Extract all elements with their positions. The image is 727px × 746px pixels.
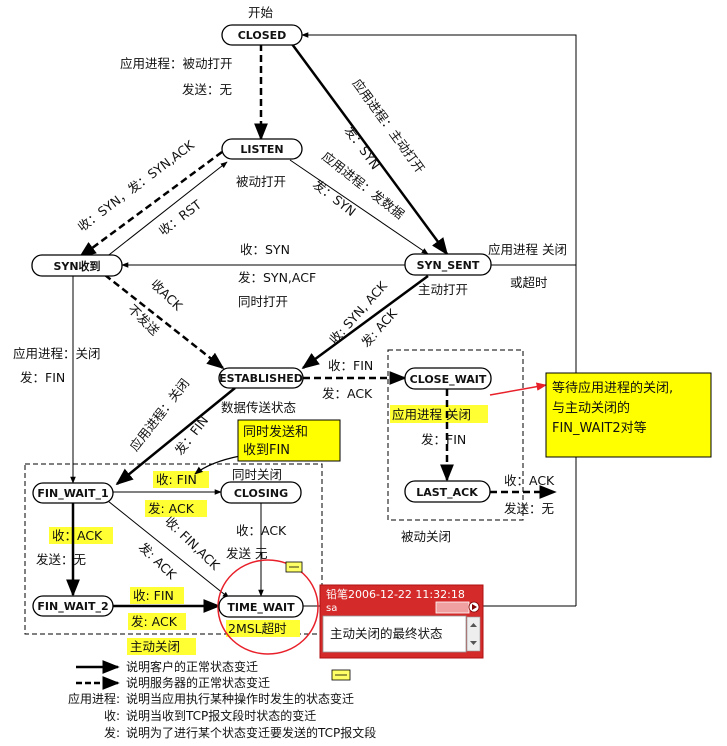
label-send-fin-left: 发：FIN <box>20 370 65 385</box>
legend-text-3: 说明当收到TCP报文段时状态的变迁 <box>126 708 316 723</box>
legend-text-4: 说明为了进行某个状态变迁要发送的TCP报文段 <box>126 725 376 740</box>
state-label-fin-wait-1: FIN_WAIT_1 <box>37 487 108 500</box>
legend-text-1: 说明服务器的正常状态变迁 <box>126 675 270 690</box>
label-rcv-syn-mid: 收：SYN <box>240 242 290 257</box>
state-label-closed: CLOSED <box>238 29 287 42</box>
state-label-listen: LISTEN <box>240 143 283 156</box>
state-label-fin-wait-2: FIN_WAIT_2 <box>37 600 108 613</box>
note-wait-line3: FIN_WAIT2对等 <box>552 420 647 436</box>
scroll-up-icon[interactable] <box>470 623 477 627</box>
state-label-syn-sent: SYN_SENT <box>417 259 480 272</box>
highlights <box>49 405 488 655</box>
label-rcv-rst: 收：RST <box>156 197 205 239</box>
label-fw1-rcv-ack: 收：ACK <box>52 528 103 543</box>
label-send-none-top: 发送：无 <box>182 82 232 97</box>
label-finack-send: 发: ACK <box>136 539 180 582</box>
state-closed: CLOSED <box>221 24 303 46</box>
transitions <box>66 32 577 613</box>
label-passive-open-proc: 应用进程：被动打开 <box>120 56 233 71</box>
label-send-ack-est: 发：ACK <box>322 386 373 401</box>
state-label-established: ESTABLISHED <box>219 372 303 385</box>
label-simul-close: 同时关闭 <box>232 467 282 482</box>
note-simul-line2: 收到FIN <box>243 443 290 458</box>
popup-body-box <box>322 615 467 653</box>
note-box-simul <box>237 419 341 462</box>
state-label-syn-rcvd: SYN收到 <box>53 259 100 273</box>
comment-popup[interactable]: 铅笔2006-12-22 11:32:18 sa 主动关闭的最终状态 <box>319 584 484 659</box>
label-passive-close: 被动关闭 <box>401 529 451 544</box>
label-fw2-rcv-fin: 收: FIN <box>133 588 174 603</box>
label-rcv-ack-lastack: 收：ACK <box>504 473 555 488</box>
label-send-synack-mid: 发：SYN,ACF <box>238 270 316 285</box>
popup-body: 主动关闭的最终状态 <box>330 626 443 641</box>
comment-pencil-icon[interactable] <box>285 561 303 573</box>
legend-key-2: 应用进程: <box>68 691 120 706</box>
label-proc-close-left: 应用进程：关闭 <box>13 346 101 361</box>
label-cw-send-fin: 发：FIN <box>421 432 466 447</box>
label-fw2-send-ack: 发: ACK <box>131 614 178 629</box>
legend-text-0: 说明客户的正常状态变迁 <box>126 659 258 674</box>
state-established: ESTABLISHED <box>218 367 304 389</box>
label-simultaneous-open: 同时打开 <box>238 294 288 309</box>
label-send-none-lastack: 发送：无 <box>504 501 554 516</box>
state-label-time-wait: TIME_WAIT <box>227 601 295 614</box>
red-annotations <box>217 382 548 655</box>
note-wait-line2: 与主动关闭的 <box>552 400 630 416</box>
time-wait-circle <box>217 559 319 655</box>
popup-scrollbar[interactable] <box>466 616 481 652</box>
state-syn-sent: SYN_SENT <box>404 253 492 276</box>
state-label-close-wait: CLOSE_WAIT <box>410 373 487 386</box>
label-active-close: 主动关闭 <box>130 639 180 654</box>
label-fw1-rcv-fin: 收: FIN <box>156 472 197 487</box>
note-box-wait-app <box>545 372 712 458</box>
state-listen: LISTEN <box>221 138 303 160</box>
label-closing-rcv-ack: 收：ACK <box>236 523 287 538</box>
label-rcv-ack: 收ACK <box>148 276 186 314</box>
label-fw1-send-none: 发送：无 <box>36 552 86 567</box>
comment-pencil-icon-2[interactable] <box>331 669 351 681</box>
label-proc-close-right: 应用进程 关闭 <box>488 242 567 257</box>
state-label-closing: CLOSING <box>234 487 288 500</box>
state-last-ack: LAST_ACK <box>404 480 491 503</box>
state-closing: CLOSING <box>220 481 302 504</box>
active-close-region <box>24 463 323 635</box>
label-rcv-fin-est: 收：FIN <box>328 358 373 373</box>
popup-header: 铅笔2006-12-22 11:32:18 <box>326 587 465 601</box>
state-time-wait: TIME_WAIT <box>218 595 304 618</box>
label-syn-sent-note: 主动打开 <box>418 282 468 297</box>
label-active-open-proc: 应用进程：主动打开 <box>350 76 428 176</box>
note-simul-line1: 同时发送和 <box>243 424 308 440</box>
label-closing-send-none: 发送 无 <box>226 546 267 561</box>
note-pointer-arrow <box>194 455 241 475</box>
legend: 说明客户的正常状态变迁 说明服务器的正常状态变迁 应用进程: 说明当应用执行某种… <box>68 659 376 740</box>
play-icon <box>472 604 477 610</box>
popup-author: sa <box>326 603 337 614</box>
legend-text-2: 说明当应用执行某种操作时发生的状态变迁 <box>126 691 354 706</box>
label-or-timeout: 或超时 <box>510 275 548 290</box>
label-data-transfer: 数据传送状态 <box>221 400 296 415</box>
passive-close-region <box>387 349 524 521</box>
label-listen-note: 被动打开 <box>236 174 286 189</box>
label-fw1-send-ack: 发: ACK <box>148 501 195 516</box>
label-start: 开始 <box>248 5 274 20</box>
state-fin-wait-2: FIN_WAIT_2 <box>32 595 114 617</box>
label-cw-proc-close: 应用进程 关闭 <box>392 407 471 422</box>
scroll-down-icon[interactable] <box>470 641 477 645</box>
state-fin-wait-1: FIN_WAIT_1 <box>32 482 114 504</box>
state-syn-rcvd: SYN收到 <box>31 254 123 277</box>
state-close-wait: CLOSE_WAIT <box>404 367 492 390</box>
legend-key-3: 收: <box>104 709 120 723</box>
legend-key-4: 发: <box>104 725 120 740</box>
popup-toggle-button[interactable] <box>435 601 470 614</box>
note-wait-line1: 等待应用进程的关闭, <box>552 380 673 396</box>
state-label-last-ack: LAST_ACK <box>416 486 478 499</box>
label-msl: 2MSL超时 <box>228 621 287 636</box>
